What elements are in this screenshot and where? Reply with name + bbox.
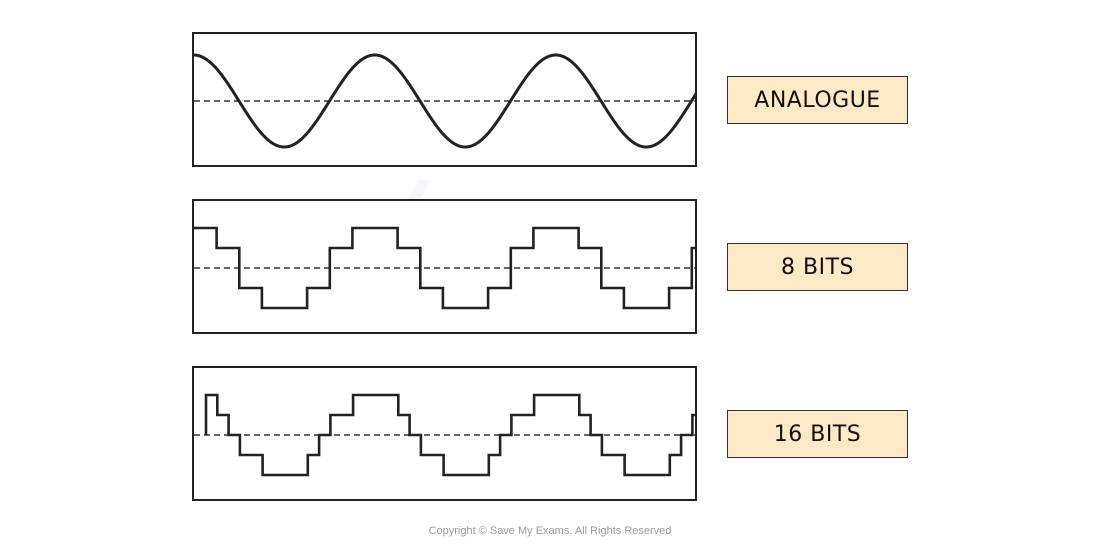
copyright-notice: Copyright © Save My Exams. All Rights Re… <box>428 525 672 537</box>
8-bit-label: 8 BITS <box>727 243 908 291</box>
16-bit-wave-panel <box>192 366 697 501</box>
analogue-wave-plot <box>194 53 695 149</box>
16-bit-label: 16 BITS <box>727 410 908 458</box>
quantized-wave-line <box>194 226 695 310</box>
16-bit-wave-plot <box>194 393 695 477</box>
quantized-wave-line <box>204 393 695 477</box>
analogue-wave-panel <box>192 32 697 167</box>
analogue-label: ANALOGUE <box>727 76 908 124</box>
8-bit-wave-panel <box>192 199 697 334</box>
8-bit-wave-plot <box>194 226 695 310</box>
analogue-wave-line <box>194 53 695 149</box>
